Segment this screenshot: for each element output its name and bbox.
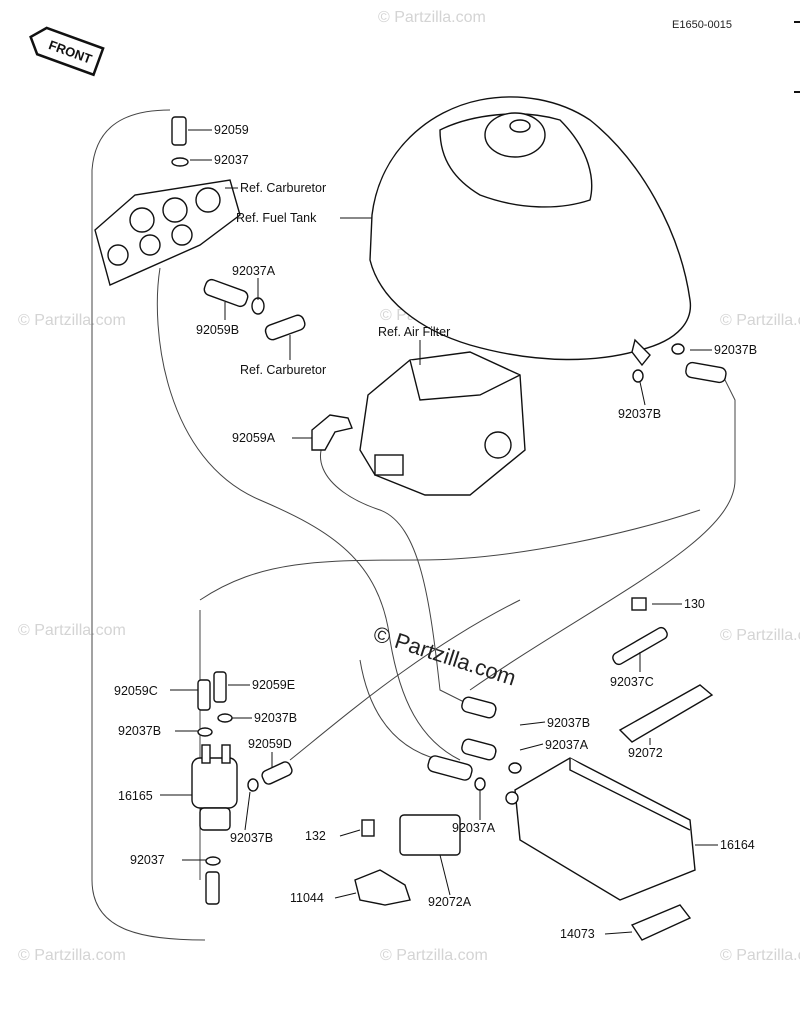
label-92059C: 92059C — [114, 684, 158, 698]
air-filter — [359, 351, 526, 496]
label-92072: 92072 — [628, 746, 663, 760]
label-ref-carburetor-2: Ref. Carburetor — [240, 363, 326, 377]
label-92059E: 92059E — [252, 678, 295, 692]
label-11044: 11044 — [290, 891, 324, 905]
front-arrow-icon: FRONT — [29, 26, 105, 77]
label-92037: 92037 — [214, 153, 249, 167]
watermark-tile: © Partzilla.com — [720, 947, 800, 964]
label-92037B: 92037B — [618, 407, 661, 421]
watermark-layer: © Partzilla.com © Partzilla.com © Partzi… — [18, 9, 800, 964]
label-92037B: 92037B — [230, 831, 273, 845]
label-92059D: 92059D — [248, 737, 292, 751]
label-14073: 14073 — [560, 927, 595, 941]
label-ref-fuel-tank: Ref. Fuel Tank — [236, 211, 317, 225]
label-92037A: 92037A — [545, 738, 589, 752]
label-92037C: 92037C — [610, 675, 654, 689]
carburetor-bank — [94, 179, 241, 286]
label-132: 132 — [305, 829, 326, 843]
canister-16164 — [505, 757, 696, 901]
label-92059B: 92059B — [196, 323, 239, 337]
label-92037B: 92037B — [118, 724, 161, 738]
label-ref-air-filter: Ref. Air Filter — [378, 325, 450, 339]
label-92037B: 92037B — [547, 716, 590, 730]
watermark-tile: © Partzilla.com — [720, 312, 800, 329]
watermark-tile: © Partzilla.com — [18, 947, 126, 964]
label-92037B: 92037B — [714, 343, 757, 357]
watermark-tile: © Partzilla.com — [378, 9, 486, 26]
watermark-tile: © Partzilla.com — [18, 312, 126, 329]
watermark-tile: © Partzilla.com — [720, 627, 800, 644]
valve-16165 — [191, 744, 238, 831]
label-92059A: 92059A — [232, 431, 276, 445]
label-92037A: 92037A — [232, 264, 276, 278]
fuel-tank — [369, 96, 692, 367]
label-92037A: 92037A — [452, 821, 496, 835]
diagram-code: E1650-0015 — [672, 19, 732, 31]
hose-routing — [91, 109, 736, 941]
label-92072A: 92072A — [428, 895, 472, 909]
label-92037B: 92037B — [254, 711, 297, 725]
part-labels: 92059 92037 Ref. Carburetor Ref. Fuel Ta… — [114, 123, 757, 941]
watermark-tile: © Partzilla.com — [380, 947, 488, 964]
watermark-tile: © Partzilla.com — [18, 622, 126, 639]
leader-lines — [160, 129, 718, 935]
label-92037: 92037 — [130, 853, 165, 867]
label-16165: 16165 — [118, 789, 153, 803]
label-130: 130 — [684, 597, 705, 611]
small-parts — [171, 116, 727, 941]
label-ref-carburetor: Ref. Carburetor — [240, 181, 326, 195]
label-92059: 92059 — [214, 123, 249, 137]
label-16164: 16164 — [720, 838, 755, 852]
